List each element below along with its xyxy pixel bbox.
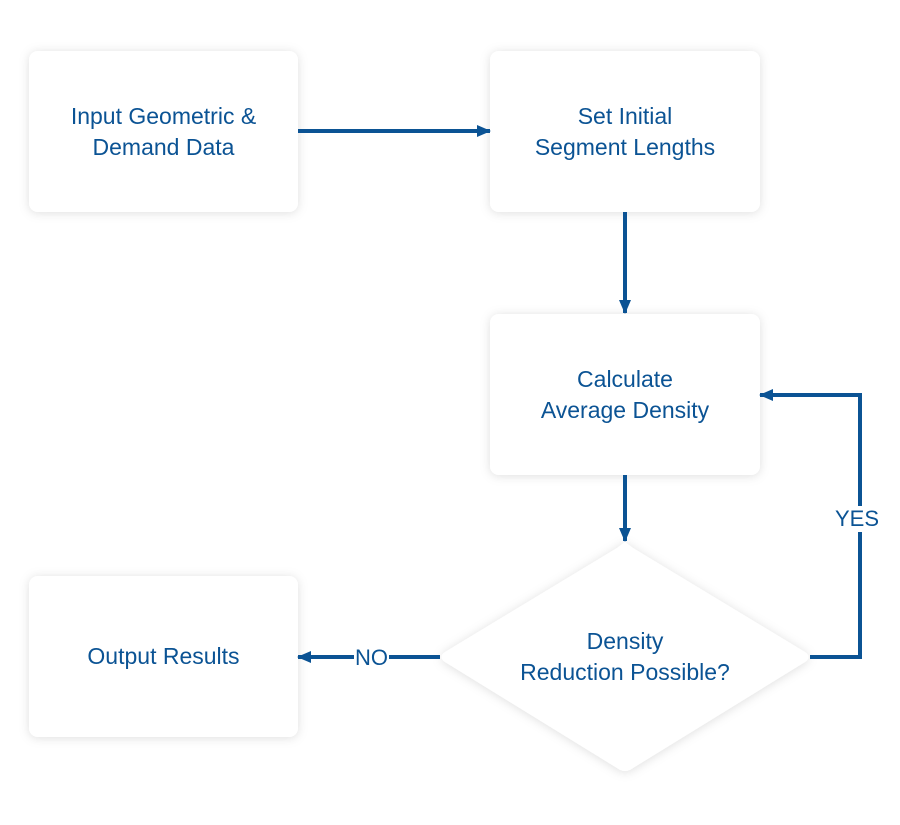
node-decision-line1: Density (586, 628, 664, 654)
node-output-line1: Output Results (87, 643, 240, 669)
node-calc-density (490, 314, 760, 475)
node-input-data-label: Input Geometric & Demand Data (29, 51, 298, 212)
node-set-lengths (490, 51, 760, 212)
node-output (29, 576, 298, 737)
node-decision-line2: Reduction Possible? (520, 659, 730, 685)
node-decision-label: Density Reduction Possible? (460, 622, 790, 692)
node-input-data-line2: Demand Data (92, 133, 235, 160)
node-input-data (29, 51, 298, 212)
node-decision (441, 542, 809, 771)
node-calc-density-line1: Calculate (577, 365, 673, 392)
node-calc-density-label: Calculate Average Density (490, 314, 760, 475)
node-calc-density-line2: Average Density (540, 396, 710, 423)
node-set-lengths-line1: Set Initial (577, 102, 673, 129)
node-set-lengths-label: Set Initial Segment Lengths (490, 51, 760, 212)
edge-yes-label: YES (834, 506, 881, 532)
edge-no-label: NO (354, 645, 389, 671)
node-input-data-line1: Input Geometric & (70, 102, 257, 129)
node-output-label: Output Results (29, 576, 298, 737)
node-set-lengths-line2: Segment Lengths (534, 133, 716, 160)
